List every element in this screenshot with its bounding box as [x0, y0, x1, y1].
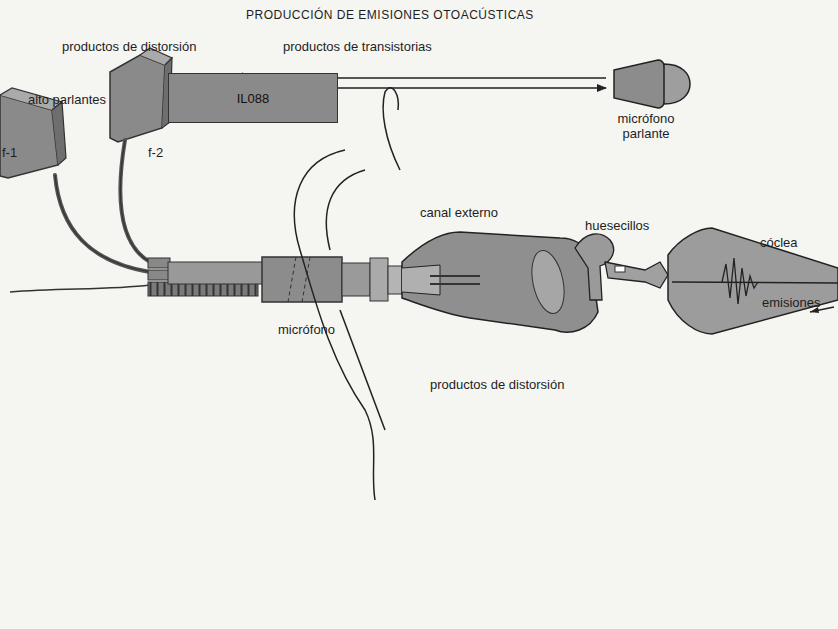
part-label: productos de distorsión [62, 40, 196, 55]
part-label: huesecillos [585, 219, 649, 234]
part-label: f-2 [148, 146, 163, 161]
ear-canal [402, 232, 598, 332]
ossicles [575, 234, 668, 300]
device-box: IL088 [168, 73, 338, 123]
part-label: productos de transistorias [283, 40, 432, 55]
loudspeaker-f2 [110, 48, 172, 142]
cochlea [668, 228, 838, 334]
pinna-outline [294, 88, 400, 500]
node-text: IL088 [237, 91, 270, 106]
speaker-shape [606, 56, 696, 112]
node-text: micrófono parlante [606, 112, 686, 142]
part-label: canal externo [420, 206, 498, 221]
cables [55, 140, 150, 272]
probe-microphone [148, 257, 402, 302]
part-label: cóclea [760, 236, 798, 251]
part-label: productos de distorsión [430, 378, 564, 393]
diagram-title: PRODUCCIÓN DE EMISIONES OTOACÚSTICAS [246, 9, 534, 23]
part-label: micrófono [278, 323, 335, 338]
part-label: f-1 [2, 146, 17, 161]
part-label: alto parlantes [28, 93, 106, 108]
microphone-speaker: micrófono parlante [606, 56, 700, 142]
part-label: emisiones [762, 296, 821, 311]
